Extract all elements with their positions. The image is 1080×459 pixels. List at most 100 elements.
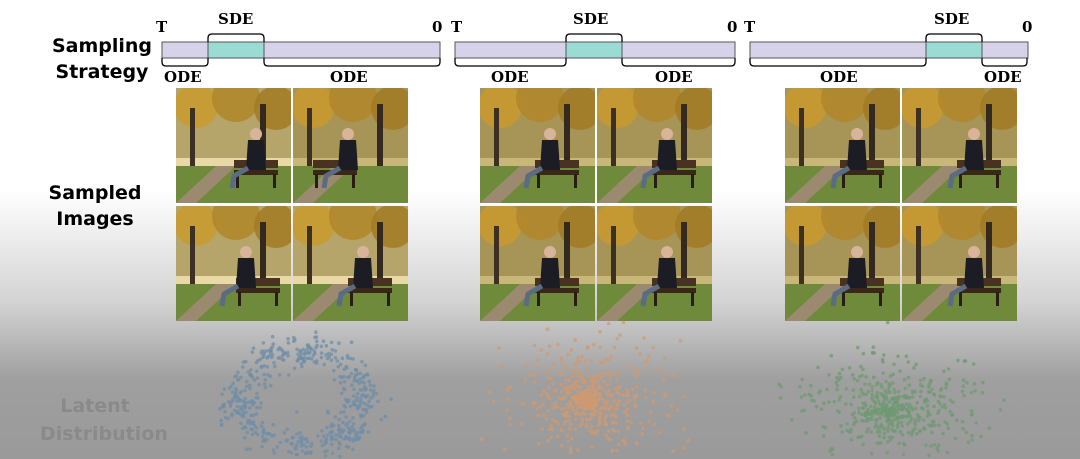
latent-point [891, 396, 896, 401]
latent-point [273, 364, 277, 369]
latent-point [616, 429, 621, 434]
latent-point [892, 362, 896, 367]
latent-point [859, 434, 864, 438]
latent-point [342, 410, 346, 414]
latent-point [973, 389, 977, 393]
latent-point [309, 444, 313, 449]
latent-point [878, 441, 883, 445]
latent-point [271, 448, 276, 452]
latent-point [945, 450, 950, 455]
latent-point [892, 401, 896, 405]
latent-point [245, 421, 250, 425]
latent-point [351, 357, 355, 361]
latent-point [286, 449, 291, 454]
latent-point [524, 364, 529, 369]
latent-point [567, 405, 571, 410]
latent-point [253, 430, 258, 435]
latent-point [866, 389, 870, 394]
sampled-image [176, 88, 291, 203]
latent-point [552, 402, 556, 406]
latent-point [800, 377, 804, 382]
latent-point [358, 371, 363, 376]
latent-point [915, 432, 919, 436]
latent-point [319, 439, 324, 443]
latent-point [299, 444, 304, 448]
latent-point [292, 339, 296, 343]
latent-point [559, 372, 563, 377]
latent-point [298, 431, 302, 435]
latent-point [609, 404, 613, 409]
latent-point [594, 388, 599, 393]
latent-point [589, 424, 594, 429]
latent-point [248, 421, 253, 425]
latent-point [866, 427, 870, 431]
latent-point [315, 343, 319, 348]
latent-point [663, 392, 667, 396]
latent-point [622, 403, 626, 407]
latent-point [254, 426, 259, 430]
latent-point [568, 369, 573, 373]
latent-point [921, 407, 925, 411]
latent-point [347, 374, 352, 379]
latent-point [574, 395, 578, 400]
latent-point [250, 350, 255, 354]
latent-distribution-label-line1: Latent [60, 395, 130, 417]
latent-point [869, 414, 874, 419]
latent-point [829, 353, 834, 358]
sampled-image [293, 88, 408, 203]
latent-point [286, 341, 291, 345]
latent-point [598, 345, 603, 350]
ode-left-label: ODE [820, 68, 858, 86]
latent-point [344, 366, 349, 370]
latent-point [344, 415, 348, 419]
latent-point [935, 446, 939, 450]
latent-point [259, 401, 263, 405]
latent-distribution-label: Latent Distribution [40, 392, 168, 448]
latent-point [294, 443, 299, 448]
latent-point [350, 425, 354, 429]
latent-point [859, 387, 863, 392]
latent-point [597, 419, 602, 423]
latent-point [547, 344, 552, 348]
latent-point [559, 407, 564, 411]
latent-point [218, 407, 222, 411]
latent-point [336, 446, 341, 451]
latent-point [237, 399, 242, 403]
latent-point [567, 378, 572, 383]
latent-point [907, 383, 912, 387]
latent-point [574, 400, 579, 404]
sde-segment [565, 41, 623, 59]
latent-point [613, 407, 618, 411]
latent-point [223, 409, 227, 414]
latent-point [277, 373, 282, 377]
latent-point [580, 401, 584, 405]
latent-point [869, 430, 873, 434]
latent-point [250, 400, 255, 405]
latent-point [605, 399, 609, 404]
latent-point [612, 371, 617, 376]
latent-point [568, 446, 573, 450]
latent-point [539, 348, 543, 352]
latent-point [332, 368, 336, 373]
latent-point [603, 422, 608, 427]
latent-point [567, 414, 572, 419]
latent-point [505, 408, 509, 413]
latent-point [565, 389, 570, 394]
latent-point [981, 380, 985, 385]
latent-point [244, 384, 249, 389]
latent-point [355, 392, 360, 396]
latent-point [636, 369, 640, 373]
latent-point [827, 400, 831, 404]
latent-point [559, 356, 564, 361]
latent-point [870, 388, 874, 393]
latent-point [900, 433, 905, 437]
latent-point [903, 386, 908, 391]
latent-point [851, 395, 856, 400]
sampling-strategy-label: Sampling Strategy [44, 33, 160, 85]
latent-point [337, 440, 341, 445]
latent-point [522, 402, 526, 406]
latent-point [873, 425, 877, 429]
latent-point [586, 384, 591, 389]
latent-point [263, 385, 268, 390]
latent-point [302, 356, 306, 360]
